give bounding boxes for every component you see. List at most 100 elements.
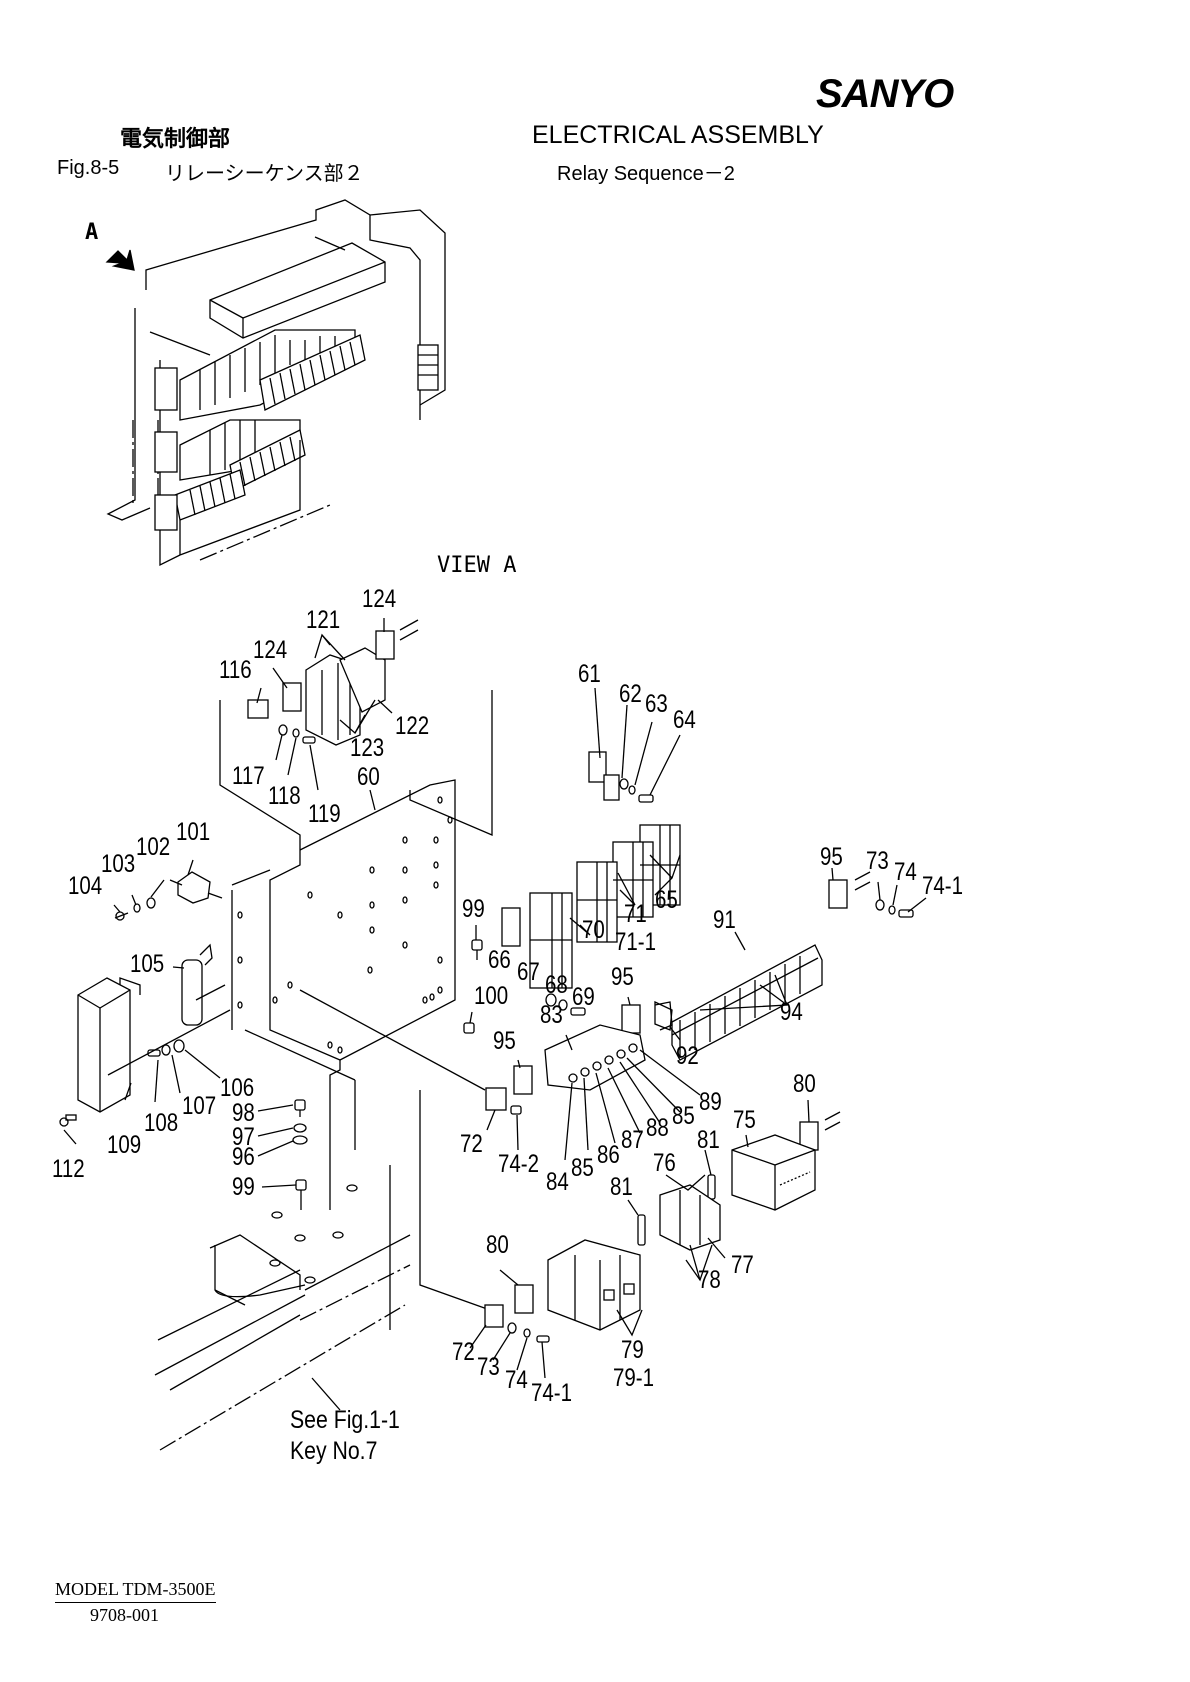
callout-72: 72 <box>452 1338 475 1366</box>
callout-107: 107 <box>182 1092 217 1120</box>
callout-80: 80 <box>793 1070 816 1098</box>
view-label: VIEW A <box>437 553 517 578</box>
reference-note-line1: See Fig.1-1 <box>290 1406 400 1434</box>
callout-79: 79 <box>621 1336 644 1364</box>
callout-101: 101 <box>176 818 211 846</box>
callout-74-2: 74-2 <box>498 1150 540 1178</box>
callout-122: 122 <box>395 712 430 740</box>
callout-80: 80 <box>486 1231 509 1259</box>
callout-68: 68 <box>545 971 568 999</box>
figure-number: Fig.8-5 <box>57 157 120 179</box>
callout-88: 88 <box>646 1114 669 1142</box>
callout-83: 83 <box>540 1001 563 1029</box>
callout-75: 75 <box>733 1106 756 1134</box>
callout-85: 85 <box>672 1102 695 1130</box>
contactor-79 <box>547 1239 641 1331</box>
terminal-block-83 <box>544 1024 646 1091</box>
callout-74-1: 74-1 <box>922 872 964 900</box>
callout-69: 69 <box>572 983 595 1011</box>
callout-106: 106 <box>220 1074 255 1102</box>
callout-71: 71 <box>624 900 647 928</box>
callout-95: 95 <box>493 1027 516 1055</box>
resistor-105 <box>181 943 226 1026</box>
callout-105: 105 <box>130 950 165 978</box>
callout-71-1: 71-1 <box>615 928 657 956</box>
relay-panel-60 <box>219 700 456 1061</box>
callout-103: 103 <box>101 850 136 878</box>
callout-79-1: 79-1 <box>613 1364 655 1392</box>
callout-100: 100 <box>474 982 509 1010</box>
en-title: ELECTRICAL ASSEMBLY <box>532 121 824 149</box>
callout-76: 76 <box>653 1149 676 1177</box>
callout-98: 98 <box>232 1099 255 1127</box>
cover-box-109 <box>77 977 141 1113</box>
leader-lines <box>63 618 927 1379</box>
model-name: MODEL TDM-3500E <box>55 1579 216 1603</box>
callout-74: 74 <box>894 858 917 886</box>
callout-95: 95 <box>820 843 843 871</box>
callout-95: 95 <box>611 963 634 991</box>
callout-73: 73 <box>477 1353 500 1381</box>
callout-124: 124 <box>362 585 397 613</box>
callout-99: 99 <box>462 895 485 923</box>
doc-number: 9708-001 <box>90 1605 159 1625</box>
callout-61: 61 <box>578 660 601 688</box>
hardware-106-107-108 <box>107 1009 231 1076</box>
callout-102: 102 <box>136 833 171 861</box>
jp-title: 電気制御部 <box>120 127 231 152</box>
callout-119: 119 <box>308 800 341 828</box>
brand-logo: SANYO <box>816 72 954 116</box>
callout-121: 121 <box>306 606 341 634</box>
din-rail-group-121 <box>247 619 419 746</box>
callout-97: 97 <box>232 1123 255 1151</box>
callout-63: 63 <box>645 690 668 718</box>
callout-74-1: 74-1 <box>531 1379 573 1407</box>
callout-81: 81 <box>697 1126 720 1154</box>
model-info: MODEL TDM-3500E <box>55 1579 216 1603</box>
relay-sockets-65-70-71 <box>501 824 681 1016</box>
callout-73: 73 <box>866 847 889 875</box>
callout-78: 78 <box>698 1266 721 1294</box>
en-subtitle: Relay Sequence－2 <box>557 163 735 185</box>
callout-124: 124 <box>253 636 288 664</box>
callout-77: 77 <box>731 1251 754 1279</box>
callout-112: 112 <box>52 1155 85 1183</box>
callout-70: 70 <box>582 916 605 944</box>
callout-67: 67 <box>517 958 540 986</box>
arrow-down-right-icon <box>105 249 135 271</box>
callout-84: 84 <box>546 1168 569 1196</box>
terminal-block-91 <box>654 944 823 1061</box>
reference-note-line2: Key No.7 <box>290 1437 378 1466</box>
callout-94: 94 <box>780 998 803 1026</box>
callout-86: 86 <box>597 1141 620 1169</box>
callout-116: 116 <box>219 656 252 684</box>
callout-66: 66 <box>488 946 511 974</box>
callout-109: 109 <box>107 1131 142 1159</box>
bracket-61 <box>588 751 654 803</box>
callout-89: 89 <box>699 1088 722 1116</box>
callout-74: 74 <box>505 1366 528 1394</box>
callout-118: 118 <box>268 782 301 810</box>
relay-module-75 <box>731 1134 816 1211</box>
callout-85: 85 <box>571 1154 594 1182</box>
callout-99: 99 <box>232 1173 255 1201</box>
view-marker: A <box>85 220 99 245</box>
callout-96: 96 <box>232 1143 255 1171</box>
callout-65: 65 <box>655 886 678 914</box>
callout-117: 117 <box>232 762 265 790</box>
callout-92: 92 <box>676 1042 699 1070</box>
reference-note: See Fig.1-1 Key No.7 <box>290 1405 400 1468</box>
callout-87: 87 <box>621 1126 644 1154</box>
screw-112 <box>59 1114 77 1127</box>
callout-72: 72 <box>460 1130 483 1158</box>
callout-81: 81 <box>610 1173 633 1201</box>
relay-socket-76 <box>659 1184 721 1251</box>
capacitor-101 <box>114 871 223 921</box>
callout-62: 62 <box>619 680 642 708</box>
callout-64: 64 <box>673 706 696 734</box>
callout-104: 104 <box>68 872 103 900</box>
jp-subtitle: リレーシーケンス部２ <box>165 163 364 185</box>
callout-60: 60 <box>357 763 380 791</box>
